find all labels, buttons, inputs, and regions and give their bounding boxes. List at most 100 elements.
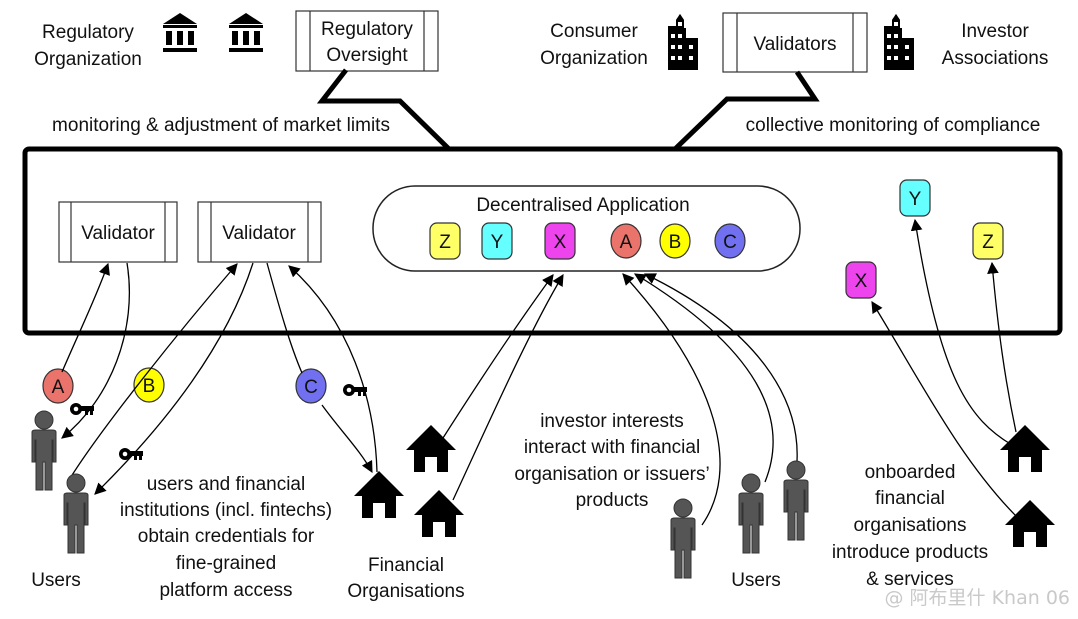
arrow-fin-org-to-validator-2	[288, 265, 378, 473]
investor-associations-line2: Associations	[942, 48, 1049, 69]
product-token-x[interactable]: X	[544, 222, 576, 260]
credentials-caption-line: platform access	[159, 580, 292, 601]
investor-caption-line: organisation or issuers’	[514, 464, 709, 485]
arrow-org-to-z	[987, 261, 1017, 433]
decentralised-application[interactable]: Decentralised Application	[372, 185, 801, 272]
validator-box-2[interactable]: Validator	[197, 201, 322, 263]
regulatory-oversight-line2: Oversight	[326, 45, 408, 66]
validator-box-1[interactable]: Validator	[58, 201, 178, 263]
regulatory-oversight-box[interactable]: Regulatory Oversight	[295, 10, 439, 72]
regulatory-organization-label: Regulatory Organization	[34, 22, 142, 70]
arrow-validator-2-to-user	[94, 262, 254, 495]
arrow-org-to-x	[871, 301, 1019, 519]
arrow-validator-2-to-c	[266, 262, 303, 374]
issued-credential-a-shape	[42, 368, 74, 404]
onboarded-caption: onboarded financial organisations introd…	[832, 462, 988, 590]
credentials-caption-line: institutions (incl. fintechs)	[120, 500, 332, 521]
credential-token-a[interactable]: A	[610, 223, 642, 259]
user-icon	[738, 473, 764, 554]
arrow-user-to-a-2	[634, 273, 774, 483]
credential-token-c-label: C	[723, 232, 737, 253]
product-token-y[interactable]: Y	[481, 222, 513, 260]
investor-associations-line1: Investor	[961, 21, 1029, 42]
product-token-z[interactable]: Z	[429, 222, 461, 260]
key-icon	[119, 448, 143, 460]
issued-credential-a-label: A	[52, 377, 65, 398]
financial-organisations-line: Financial	[368, 555, 444, 576]
investor-caption-line: products	[576, 490, 649, 511]
financial-organisation-icon	[1000, 425, 1050, 472]
credentials-caption: users and financial institutions (incl. …	[120, 474, 332, 601]
issued-credential-b[interactable]: B	[133, 367, 165, 403]
financial-organisation-icon	[1005, 500, 1055, 547]
onboarded-caption-line: introduce products	[832, 542, 988, 563]
left-caption: monitoring & adjustment of market limits	[52, 115, 390, 136]
product-token-x-label: X	[554, 232, 567, 253]
watermark: @ 阿布里什 Khan 06	[885, 587, 1070, 609]
user-icon	[783, 460, 809, 541]
arrow-user-to-a-1	[622, 273, 721, 526]
right-caption: collective monitoring of compliance	[746, 115, 1041, 136]
product-token-x-shape	[544, 222, 576, 260]
onboarded-product-x-shape	[845, 261, 877, 299]
credential-token-b[interactable]: B	[659, 223, 691, 259]
validator-1-label: Validator	[81, 223, 155, 244]
issued-credential-c[interactable]: C	[295, 368, 327, 404]
onboarded-product-z[interactable]: Z	[972, 222, 1004, 260]
consumer-organization-line2: Organization	[540, 48, 648, 69]
credential-token-a-shape	[610, 223, 642, 259]
investor-associations-label: Investor Associations	[942, 21, 1049, 69]
arrow-b-to-validator-2	[68, 263, 238, 481]
financial-organisation-icon	[406, 425, 456, 472]
users-left-label: Users	[31, 570, 81, 591]
issued-credential-c-label: C	[304, 377, 318, 398]
validator-2-label: Validator	[222, 223, 296, 244]
onboarded-product-x[interactable]: X	[845, 261, 877, 299]
building-icon	[668, 14, 698, 70]
onboarded-product-x-label: X	[855, 271, 868, 292]
financial-organisation-icon	[414, 490, 464, 537]
oversight-connector	[316, 68, 451, 151]
onboarded-caption-line: organisations	[853, 515, 966, 536]
issued-credential-b-label: B	[143, 376, 156, 397]
arrows	[61, 218, 1019, 526]
validators-connector	[673, 70, 820, 151]
users-right-label: Users	[731, 570, 781, 591]
onboarded-product-y-shape	[899, 179, 931, 217]
arrow-c-to-fin-org	[321, 404, 373, 474]
arrow-org-to-y	[910, 218, 1013, 446]
investor-caption-line: investor interests	[540, 411, 684, 432]
onboarded-caption-line: & services	[866, 569, 954, 590]
user-icon	[31, 410, 57, 491]
financial-organisations-label: Financial Organisations	[347, 555, 464, 602]
credentials-caption-line: fine-grained	[176, 553, 276, 574]
credential-token-b-label: B	[669, 232, 682, 253]
issued-credential-b-shape	[133, 367, 165, 403]
tokens-layer: Z Y X A B C Y Z X A B C	[42, 179, 1004, 404]
arrow-user-to-a-3	[643, 273, 798, 462]
product-token-z-label: Z	[439, 232, 451, 253]
issued-credential-a[interactable]: A	[42, 368, 74, 404]
onboarded-product-y[interactable]: Y	[899, 179, 931, 217]
validators-label: Validators	[753, 34, 836, 55]
product-token-y-label: Y	[491, 232, 504, 253]
credential-token-b-shape	[659, 223, 691, 259]
financial-organisations-line: Organisations	[347, 581, 464, 602]
arrow-fin-org-to-x-2	[452, 273, 564, 501]
consumer-organization-line1: Consumer	[550, 21, 638, 42]
building-icon	[884, 14, 914, 70]
bank-icon	[229, 13, 263, 52]
dapp-title: Decentralised Application	[476, 195, 689, 216]
onboarded-caption-line: onboarded	[865, 462, 956, 483]
user-icon	[670, 498, 696, 579]
credentials-caption-line: obtain credentials for	[138, 526, 315, 547]
arrow-fin-org-to-x-1	[442, 274, 554, 439]
investor-caption: investor interests interact with financi…	[514, 411, 709, 511]
credential-token-c[interactable]: C	[714, 223, 746, 259]
onboarded-product-y-label: Y	[909, 189, 922, 210]
bank-icon	[163, 13, 197, 52]
validators-box[interactable]: Validators	[722, 12, 868, 73]
regulatory-organization-line2: Organization	[34, 49, 142, 70]
regulatory-organization-line1: Regulatory	[42, 22, 134, 43]
